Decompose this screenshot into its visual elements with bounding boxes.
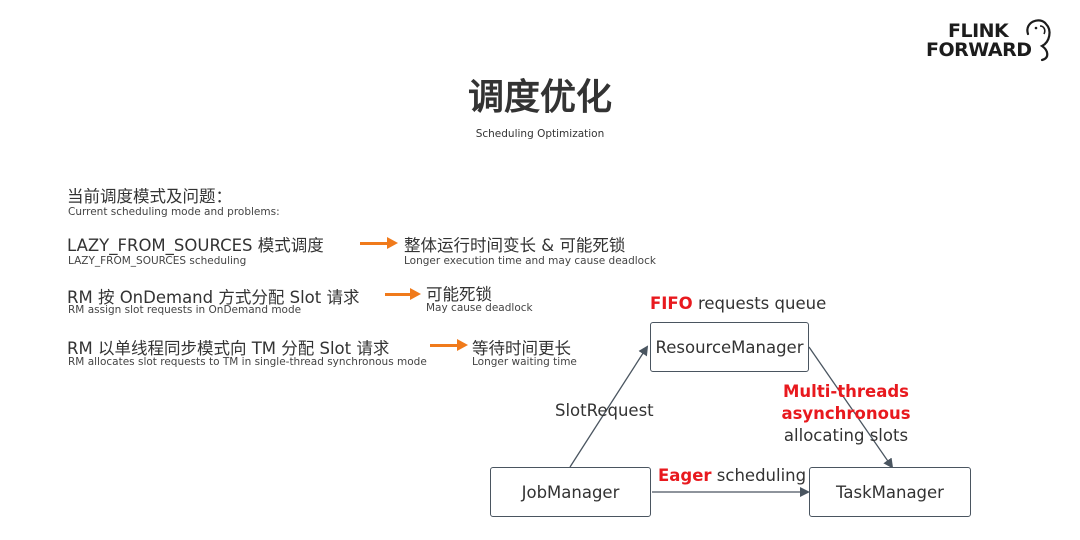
row1-arrow-icon [360, 237, 398, 249]
fifo-bold-text: FIFO [650, 294, 693, 313]
resource-manager-box: ResourceManager [650, 322, 809, 372]
multi-threads-line3: allocating slots [783, 426, 909, 445]
job-manager-box: JobManager [490, 467, 651, 517]
page-title: 调度优化 [467, 77, 612, 118]
row1-left-zh: LAZY_FROM_SOURCES 模式调度 [67, 236, 324, 255]
row3-left-zh: RM 以单线程同步模式向 TM 分配 Slot 请求 [67, 339, 390, 358]
row2-arrow-icon [385, 288, 421, 300]
job-manager-label: JobManager [521, 482, 620, 502]
flink-forward-logo: FLINK FORWARD [922, 14, 1062, 66]
row2-right-zh: 可能死锁 [426, 285, 492, 304]
row1-right-zh: 整体运行时间变长 & 可能死锁 [404, 236, 626, 255]
row3-right-zh: 等待时间更长 [472, 339, 571, 358]
fifo-rest-text: requests queue [692, 294, 827, 313]
row2-right-en: May cause deadlock [426, 302, 533, 314]
slot-request-label: SlotRequest [555, 401, 654, 420]
resource-manager-label: ResourceManager [655, 337, 804, 357]
multi-threads-line1: Multi-threads [783, 382, 909, 401]
fifo-label: FIFO requests queue [650, 294, 826, 313]
section-heading-en: Current scheduling mode and problems: [68, 206, 280, 218]
multi-threads-label: Multi-threads asynchronous allocating sl… [780, 381, 912, 447]
eager-bold-text: Eager [658, 466, 712, 485]
row1-left-en: LAZY_FROM_SOURCES scheduling [68, 255, 247, 267]
row3-left-en: RM allocates slot requests to TM in sing… [68, 356, 427, 368]
section-heading-zh: 当前调度模式及问题： [67, 187, 232, 206]
squirrel-icon [1026, 19, 1051, 62]
row1-right-en: Longer execution time and may cause dead… [404, 255, 656, 267]
page-subtitle: Scheduling Optimization [475, 128, 605, 140]
multi-threads-line2: asynchronous [781, 404, 911, 423]
eager-rest-text: scheduling [711, 466, 807, 485]
row3-arrow-icon [430, 339, 468, 351]
eager-scheduling-label: Eager scheduling [658, 466, 806, 485]
row2-left-en: RM assign slot requests in OnDemand mode [68, 304, 302, 316]
task-manager-box: TaskManager [809, 467, 971, 517]
task-manager-label: TaskManager [836, 482, 944, 502]
row3-right-en: Longer waiting time [472, 356, 577, 368]
row2-left-zh: RM 按 OnDemand 方式分配 Slot 请求 [67, 288, 360, 307]
logo-text-flink: FLINK [948, 20, 1009, 42]
logo-text-forward: FORWARD [926, 39, 1032, 61]
